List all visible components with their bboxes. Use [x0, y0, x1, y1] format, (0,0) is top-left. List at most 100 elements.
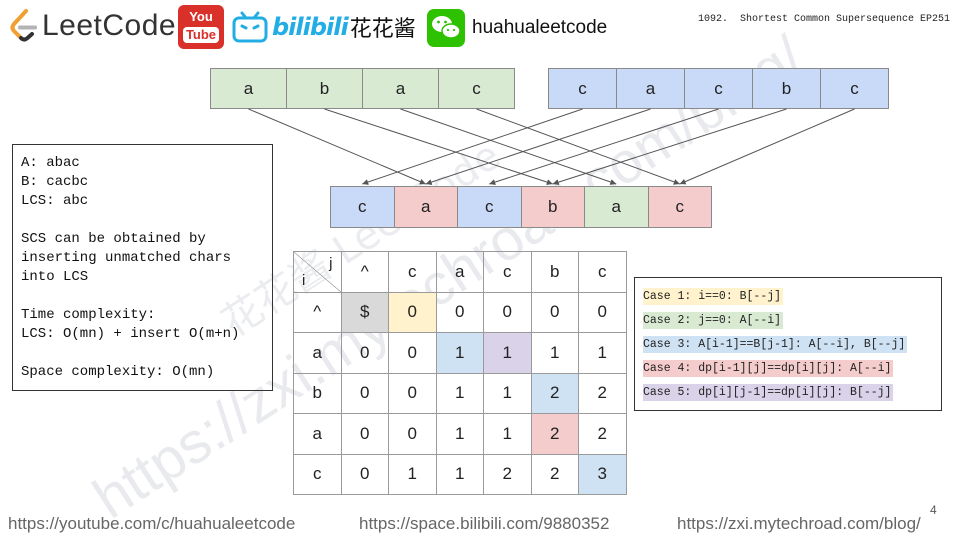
dp-cell: 0 [340, 453, 389, 495]
info-line [21, 344, 264, 363]
dp-cell: 0 [483, 291, 532, 333]
dp-row-header: c [293, 453, 342, 495]
dp-cell: 0 [340, 413, 389, 455]
bilibili-text: bilibili [272, 13, 349, 41]
cases-box: Case 1: i==0: B[--j] Case 2: j==0: A[--i]… [634, 277, 942, 411]
arrow-b-to-scs [362, 108, 583, 185]
info-line: B: cacbc [21, 174, 89, 190]
dp-row-header: b [293, 372, 342, 414]
footer-bilibili-link[interactable]: https://space.bilibili.com/9880352 [359, 514, 610, 533]
dp-cell: $ [340, 291, 389, 333]
string-b-cell: c [548, 68, 617, 109]
scs-cell: a [584, 186, 649, 228]
bilibili-brand[interactable]: bilibili 花花酱 [232, 8, 416, 46]
dp-cell: 2 [483, 453, 532, 495]
arrow-a-to-scs [400, 108, 617, 185]
case-line: Case 3: A[i-1]==B[j-1]: A[--i], B[--j] [643, 336, 908, 353]
string-b-cell: c [684, 68, 753, 109]
dp-cell: 0 [340, 372, 389, 414]
footer-blog-link[interactable]: https://zxi.mytechroad.com/blog/ [677, 514, 921, 533]
arrow-a-to-scs [324, 108, 553, 185]
arrow-b-to-scs [489, 108, 719, 185]
dp-col-header: a [435, 251, 484, 293]
string-a-cell: b [286, 68, 363, 109]
case-line: Case 2: j==0: A[--i] [643, 312, 784, 329]
dp-cell: 1 [435, 413, 484, 455]
dp-row-header: a [293, 332, 342, 374]
problem-title: 1092. Shortest Common Supersequence EP25… [698, 14, 951, 25]
info-line: LCS: O(mn) + insert O(m+n) [21, 326, 240, 342]
dp-col-header: c [388, 251, 437, 293]
info-line [21, 287, 264, 306]
arrow-b-to-scs [552, 108, 787, 186]
case-line: Case 1: i==0: B[--j] [643, 288, 784, 305]
dp-cell: 0 [388, 332, 437, 374]
dp-row-header: ^ [293, 291, 342, 333]
scs-cell: a [393, 186, 458, 228]
dp-cell: 1 [435, 332, 484, 374]
dp-col-header: c [578, 251, 627, 293]
string-b-cell: a [616, 68, 685, 109]
dp-cell: 1 [435, 453, 484, 495]
dp-cell: 1 [530, 332, 579, 374]
info-line [21, 211, 264, 230]
case-line: Case 5: dp[i][j-1]==dp[i][j]: B[--j] [643, 384, 894, 401]
leetcode-brand[interactable]: LeetCode [8, 6, 176, 46]
string-a-cell: c [438, 68, 515, 109]
info-line: Space complexity: O(mn) [21, 364, 215, 380]
footer-youtube-link[interactable]: https://youtube.com/c/huahualeetcode [8, 514, 296, 533]
string-b-cell: c [820, 68, 889, 109]
arrow-a-to-scs [476, 108, 680, 185]
arrow-a-to-scs [248, 108, 426, 185]
arrow-b-to-scs [679, 108, 855, 185]
wechat-icon[interactable] [427, 9, 465, 47]
dp-cell: 1 [483, 372, 532, 414]
scs-cell: c [330, 186, 395, 228]
channel-cn-name: 花花酱 [349, 17, 416, 42]
dp-cell: 1 [483, 413, 532, 455]
case-line: Case 4: dp[i-1][j]==dp[i][j]: A[--i] [643, 360, 894, 377]
dp-col-header: c [483, 251, 532, 293]
info-line: LCS: abc [21, 193, 89, 209]
leetcode-logo-icon [10, 9, 37, 42]
info-line: into LCS [21, 269, 89, 285]
arrow-b-to-scs [425, 108, 651, 185]
page-number: 4 [930, 503, 937, 517]
scs-cell: c [647, 186, 712, 228]
dp-cell: 2 [578, 413, 627, 455]
dp-cell: 0 [530, 291, 579, 333]
dp-cell: 0 [388, 291, 437, 333]
dp-col-header: ^ [340, 251, 389, 293]
dp-cell: 1 [578, 332, 627, 374]
scs-cell: c [457, 186, 522, 228]
dp-row-header: a [293, 413, 342, 455]
bilibili-tv-icon [232, 11, 268, 43]
scs-cell: b [520, 186, 585, 228]
dp-cell: 3 [578, 453, 627, 495]
leetcode-text: LeetCode [42, 9, 177, 42]
dp-cell: 0 [578, 291, 627, 333]
string-b-cell: b [752, 68, 821, 109]
dp-cell: 1 [435, 372, 484, 414]
dp-cell: 0 [340, 332, 389, 374]
info-line: SCS can be obtained by [21, 231, 206, 247]
channel-handle: huahualeetcode [472, 17, 608, 38]
dp-col-header: b [530, 251, 579, 293]
dp-cell: 2 [530, 413, 579, 455]
info-line: inserting unmatched chars [21, 250, 232, 266]
youtube-icon[interactable]: You Tube [178, 5, 224, 49]
dp-cell: 0 [388, 372, 437, 414]
dp-cell: 0 [435, 291, 484, 333]
dp-cell: 2 [578, 372, 627, 414]
youtube-bottom-text: Tube [182, 27, 220, 43]
string-a-cell: a [210, 68, 287, 109]
